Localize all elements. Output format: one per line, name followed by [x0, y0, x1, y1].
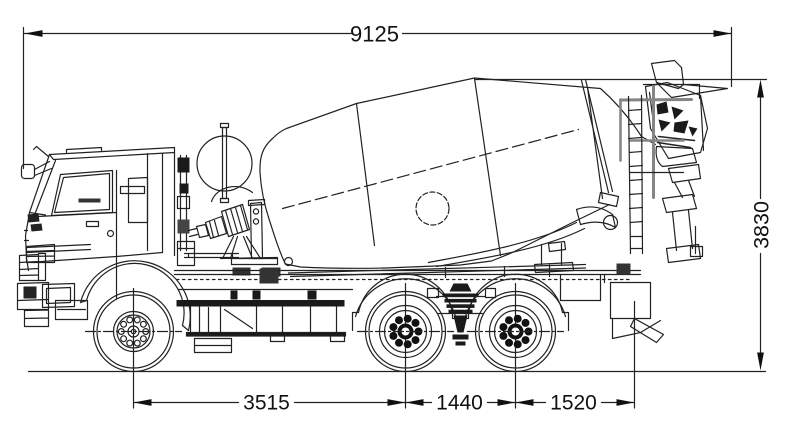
svg-text:1520: 1520	[550, 392, 597, 415]
svg-text:3830: 3830	[750, 201, 774, 249]
svg-text:1440: 1440	[436, 392, 483, 415]
svg-text:3515: 3515	[243, 392, 290, 415]
svg-text:9125: 9125	[350, 22, 399, 47]
